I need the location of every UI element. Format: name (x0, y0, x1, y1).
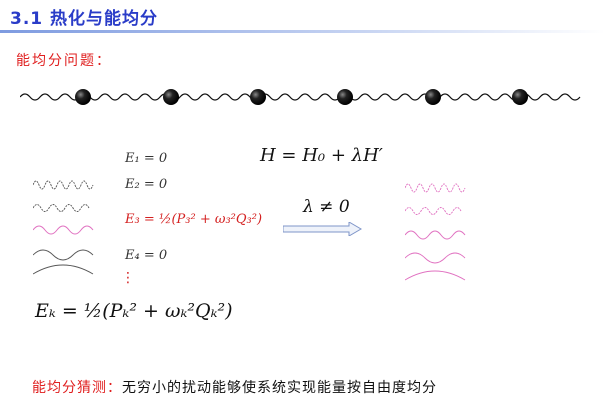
right-arrow-icon (283, 222, 362, 236)
energy-level-1: E₁ = 0 (125, 151, 168, 166)
energy-formula: Eₖ = ½(Pₖ² + ωₖ²Qₖ²) (35, 300, 233, 322)
mode-wave-1 (405, 183, 466, 193)
mode-wave-1 (33, 180, 94, 190)
hamiltonian-equation: H = H₀ + λH′ (260, 145, 383, 166)
mass-ball (250, 89, 266, 105)
oscillator-chain-diagram (20, 89, 581, 105)
spring-line (20, 93, 581, 101)
conjecture-label: 能均分猜测： (32, 380, 122, 396)
mass-ball (337, 89, 353, 105)
mode-wave-2 (33, 204, 90, 212)
mode-wave-3 (405, 230, 466, 240)
energy-level-2: E₂ = 0 (125, 177, 168, 192)
mass-ball (425, 89, 441, 105)
energy-level-3: E₃ = ½(P₃² + ω₃²Q₃²) (125, 212, 263, 227)
page-title: 3.1 热化与能均分 (10, 9, 159, 29)
ellipsis: ⋮ (121, 270, 135, 286)
initial-modes-diagram (33, 180, 94, 275)
thermalized-modes-diagram (405, 183, 466, 281)
energy-level-4: E₄ = 0 (125, 248, 168, 263)
section-subtitle: 能均分问题： (16, 53, 112, 69)
mass-ball (512, 89, 528, 105)
conjecture-line: 能均分猜测：无穷小的扰动能够使系统实现能量按自由度均分 (32, 377, 437, 397)
title-divider (0, 30, 605, 33)
mass-ball (75, 89, 91, 105)
mass-ball (163, 89, 179, 105)
mode-wave-2 (405, 207, 462, 215)
mode-wave-4 (33, 249, 94, 261)
mode-wave-5 (405, 270, 466, 281)
mode-wave-4 (405, 252, 466, 264)
mode-wave-3 (33, 225, 94, 235)
mode-wave-5 (33, 264, 94, 275)
conjecture-text: 无穷小的扰动能够使系统实现能量按自由度均分 (122, 380, 437, 396)
lambda-condition: λ ≠ 0 (303, 197, 350, 217)
